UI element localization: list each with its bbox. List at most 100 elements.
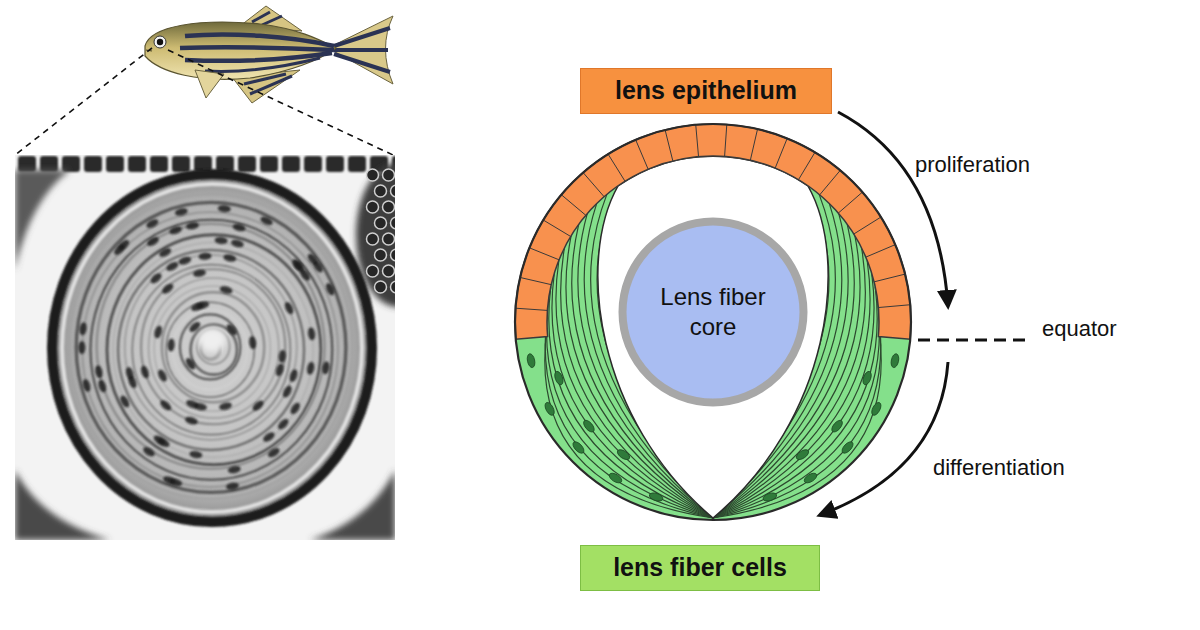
micrograph-ring — [113, 242, 313, 457]
micrograph-nucleus — [139, 365, 150, 380]
proliferation-arrow — [838, 112, 948, 306]
micrograph-cell — [84, 156, 102, 172]
micrograph-nucleus — [278, 350, 287, 364]
micrograph-nucleus — [94, 365, 104, 379]
micrograph-cell — [375, 249, 387, 261]
micrograph-cell — [260, 156, 278, 172]
differentiation-arrow — [820, 362, 948, 515]
micrograph-nucleus — [281, 384, 294, 399]
micrograph-nucleus — [146, 235, 161, 248]
epithelial-cell-border — [515, 308, 547, 310]
fiber-nucleus — [616, 448, 632, 462]
zoom-leader-line — [168, 50, 393, 155]
fiber-nucleus — [608, 471, 624, 485]
epithelial-cell-border — [665, 130, 673, 161]
epithelial-cell-border — [750, 129, 757, 160]
micrograph-ring — [107, 235, 321, 465]
micrograph-nucleus — [307, 327, 316, 341]
micrograph-ring — [162, 292, 264, 402]
micrograph-ring — [132, 265, 290, 435]
micrograph-nucleus — [324, 282, 336, 297]
micrograph-nucleus — [218, 204, 232, 212]
micrograph-cell — [367, 233, 379, 245]
fiber-nucleus — [571, 440, 586, 455]
core-circle-shape — [623, 222, 804, 403]
micrograph-rim — [52, 174, 372, 522]
micrograph-nucleus — [306, 361, 316, 375]
micrograph-nucleus — [149, 271, 164, 285]
micrograph-nucleus — [261, 430, 276, 443]
micrograph-cell — [383, 265, 395, 277]
micrograph-ring — [149, 278, 279, 418]
micrograph-corner — [15, 470, 110, 540]
fiber-nucleus — [648, 491, 664, 502]
fish-body — [145, 22, 336, 79]
micrograph-nucleus — [158, 398, 173, 412]
micrograph-cell — [40, 156, 58, 172]
micrograph-cell — [367, 201, 379, 213]
micrograph-nucleus — [141, 445, 156, 458]
micrograph-nucleus — [165, 260, 180, 272]
epithelial-cell-border — [838, 192, 862, 213]
micrograph-nucleus — [184, 356, 197, 371]
micrograph-nucleus — [79, 322, 88, 336]
micrograph-nucleus — [219, 285, 233, 295]
epithelial-cell-border — [798, 152, 814, 179]
micrograph-cell — [383, 201, 395, 213]
micrograph-cell — [282, 156, 300, 172]
micrograph-nucleus — [112, 242, 126, 256]
core-label: Lens fiber core — [648, 282, 778, 342]
equator-dashed-line — [918, 339, 1030, 342]
fiber-nucleus — [762, 491, 778, 502]
micrograph-nucleus — [223, 253, 237, 263]
epithelial-cell-border — [820, 170, 841, 195]
box-label: lens epithelium — [615, 75, 797, 106]
micrograph-nucleus — [225, 322, 239, 337]
micrograph-cell — [375, 217, 387, 229]
micrograph-cell — [18, 156, 36, 172]
micrograph-background — [15, 155, 395, 540]
epithelial-cell-border — [854, 217, 881, 234]
lens-outline — [515, 124, 911, 520]
label-box: lens epithelium — [580, 68, 832, 114]
fiber-nucleus — [830, 418, 845, 433]
micrograph-cell — [367, 265, 379, 277]
micrograph-ring — [180, 314, 240, 379]
fish-tail — [328, 16, 393, 84]
fiber-nucleus — [543, 401, 556, 417]
zoom-leader-line — [15, 48, 152, 155]
micrograph-nucleus — [153, 325, 163, 339]
micrograph-nucleus — [283, 301, 295, 316]
fish-dorsal-stripe — [252, 12, 282, 25]
micrograph-cell — [383, 233, 395, 245]
micrograph-ring — [125, 255, 297, 440]
micrograph-ring — [118, 250, 304, 450]
fish-eye — [154, 36, 166, 48]
fiber-nucleus — [803, 471, 819, 485]
micrograph-nucleus — [311, 259, 324, 274]
micrograph-nucleus — [290, 257, 304, 271]
fish-stripe — [205, 58, 320, 71]
micrograph-cell — [367, 169, 379, 181]
micrograph-nucleus — [226, 482, 240, 491]
lens-interior — [598, 156, 828, 518]
micrograph-rim — [62, 184, 362, 512]
micrograph-cell — [326, 156, 344, 172]
micrograph-nucleus — [289, 401, 302, 416]
micrograph-ring — [141, 269, 285, 424]
micrograph-nucleus — [214, 236, 228, 244]
micrograph-corner — [15, 170, 70, 270]
micrograph-nucleus — [288, 368, 299, 383]
epithelial-cell-border — [561, 195, 586, 216]
epithelial-cell-border — [866, 245, 895, 258]
epithelial-cell-border — [874, 274, 905, 282]
epithelial-cell-border — [878, 305, 910, 308]
micrograph-lens — [52, 174, 372, 522]
micrograph-ring — [76, 202, 346, 492]
micrograph-nucleus — [266, 446, 281, 459]
micrograph-nucleus — [248, 336, 257, 350]
micrograph-nucleus — [251, 399, 266, 413]
micrograph-nucleus — [188, 320, 203, 334]
label-box: lens fiber cells — [580, 545, 820, 591]
fiber-nucleus — [870, 401, 883, 417]
